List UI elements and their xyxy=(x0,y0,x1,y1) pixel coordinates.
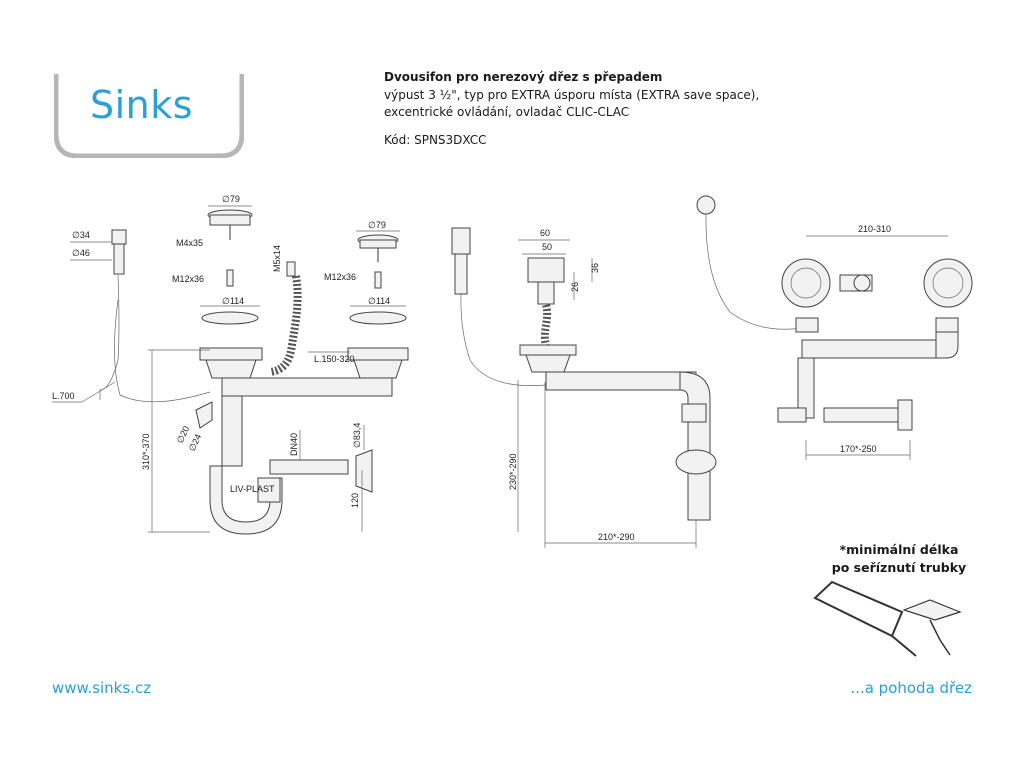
dim-h26: 26 xyxy=(570,282,580,292)
dim-m12x36-right: M12x36 xyxy=(324,272,356,282)
footer-url[interactable]: www.sinks.cz xyxy=(52,679,152,697)
dim-h230-290: 230*-290 xyxy=(508,453,518,490)
dim-d46: ∅46 xyxy=(72,248,90,258)
dim-w210-310: 210-310 xyxy=(858,224,891,234)
dim-d24: ∅24 xyxy=(187,432,204,452)
dim-d34: ∅34 xyxy=(72,230,90,240)
drawing-side-view: 60 50 36 26 230*-290 210*-290 xyxy=(451,227,717,548)
dim-l150-320: L.150-320 xyxy=(314,354,355,364)
dim-l700: L.700 xyxy=(52,391,75,401)
dim-w60: 60 xyxy=(540,228,550,238)
dim-w170-250: 170*-250 xyxy=(840,444,877,454)
dim-w50: 50 xyxy=(542,242,552,252)
dim-h36: 36 xyxy=(590,263,600,273)
dim-h310-370: 310*-370 xyxy=(141,433,151,470)
dim-d83-4: ∅83,4 xyxy=(352,423,362,448)
dim-d114-left: ∅114 xyxy=(222,296,244,306)
footer-slogan: ...a pohoda dřez xyxy=(850,679,972,697)
dim-dn40: DN40 xyxy=(289,433,299,456)
dim-m4x35: M4x35 xyxy=(176,238,203,248)
cutting-tools-illustration xyxy=(813,580,962,657)
dim-m5x14: M5x14 xyxy=(272,245,282,272)
dim-h120: 120 xyxy=(350,493,360,508)
logo[interactable]: Sinks xyxy=(90,83,194,127)
svg-text:LIV-PLAST: LIV-PLAST xyxy=(230,484,275,494)
note-line-1: *minimální délka xyxy=(839,542,959,557)
note: *minimální délka po seříznutí trubky xyxy=(808,541,990,577)
dim-d79-left: ∅79 xyxy=(222,194,240,204)
product-code: Kód: SPNS3DXCC xyxy=(384,133,487,147)
note-line-2: po seříznutí trubky xyxy=(831,560,967,575)
dim-m12x36-left: M12x36 xyxy=(172,274,204,284)
dim-w210-290: 210*-290 xyxy=(598,532,635,542)
dim-d79-right: ∅79 xyxy=(368,220,386,230)
product-description-line-2: excentrické ovládání, ovladač CLIC-CLAC xyxy=(384,105,630,119)
product-description-line-1: výpust 3 ½", typ pro EXTRA úsporu místa … xyxy=(384,88,760,102)
logo-frame xyxy=(54,74,244,158)
product-header: Dvousifon pro nerezový dřez s přepadem v… xyxy=(384,70,984,147)
dim-d114-right: ∅114 xyxy=(368,296,390,306)
drawing-front-view: ∅34 ∅46 L.700 ∅79 M4x35 M12x36 ∅114 M5x1… xyxy=(52,194,409,535)
product-title: Dvousifon pro nerezový dřez s přepadem xyxy=(384,70,663,84)
drawing-top-view: 210-310 170*-250 xyxy=(696,195,973,460)
